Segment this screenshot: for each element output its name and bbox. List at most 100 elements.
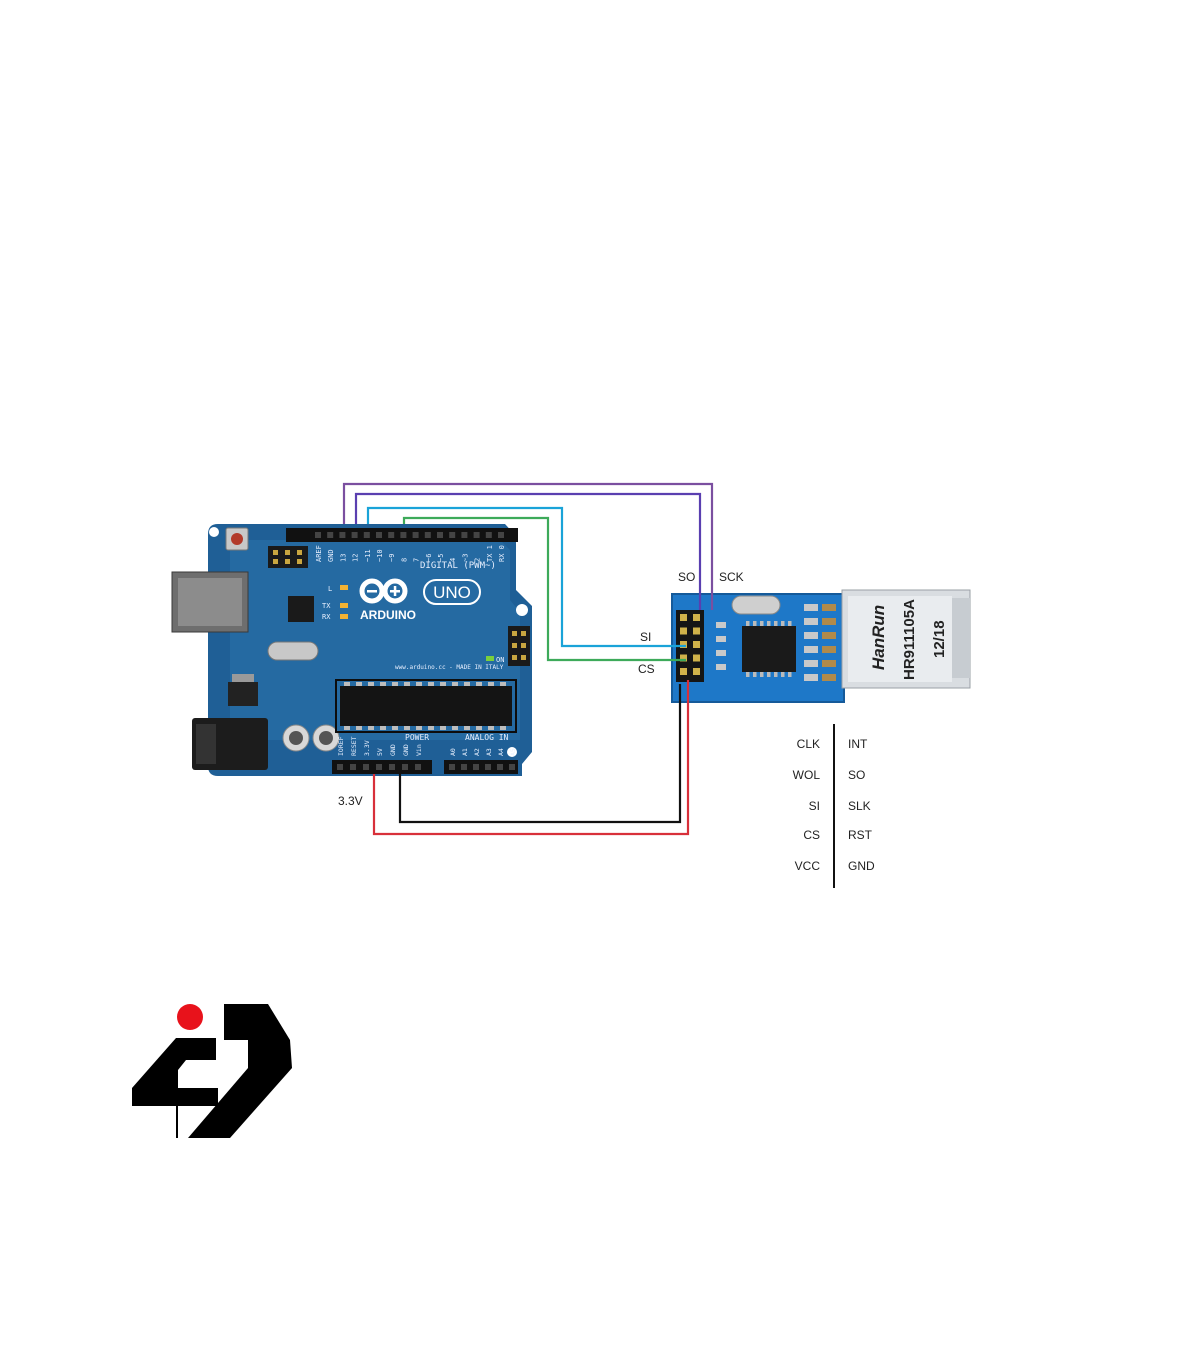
chip-leg [781,621,785,626]
header-socket [498,532,504,538]
label-cs: CS [638,662,655,676]
top-pin-label: 13 [339,554,347,562]
module-header-pin [680,641,687,648]
dip-socket-outline [335,679,517,733]
pinout-left-label: VCC [795,859,821,873]
arduino-brand-text: ARDUINO [360,608,416,622]
bottom-pin-label: Vin [415,744,423,756]
smd-capacitor [822,604,836,611]
header-socket [497,764,503,770]
crystal-oscillator [267,641,319,661]
bottom-pin-label: GND [389,744,397,756]
smd-capacitor [822,618,836,625]
module-header-pin [680,654,687,662]
logo-shape-right [188,1004,292,1138]
led-label-rx: RX [322,613,331,621]
dip-pin [356,726,362,730]
smd-resistor [804,632,818,639]
icsp-header [268,546,308,568]
led-rx [340,614,348,619]
header-socket [424,532,431,538]
bottom-pin-label: GND [402,744,410,756]
module-header-pin [680,668,687,675]
led-label-l: L [328,585,332,593]
dip-pin [488,726,494,730]
pinout-left-label: CLK [797,737,820,751]
chip-leg [788,672,792,677]
module-header-pin [693,641,700,648]
wire-gnd [398,684,682,824]
header-socket [376,532,382,538]
wire-vcc [372,680,690,836]
pinout-left-label: SI [809,799,820,813]
arduino-model-text: UNO [433,583,471,602]
header-socket [351,532,358,538]
top-pin-label: ~11 [364,549,372,562]
dip-pin [428,682,434,686]
label-so: SO [678,570,695,584]
module-header-pin [693,654,700,662]
wire-so [354,492,702,610]
rj45-jack-body [848,596,952,682]
chip-leg [746,621,750,626]
pinout-left-label: CS [803,828,820,842]
dip-pin [440,682,446,686]
smd-resistor [716,664,726,670]
chip-leg [746,672,750,677]
pinout-right-label: RST [848,828,873,842]
header-socket [449,532,456,538]
header-socket [339,532,346,538]
dip-pin [356,682,362,686]
arduino-infinity-logo [359,578,408,604]
dip-pin [416,726,422,730]
chip-leg [760,621,764,626]
dip-pin [392,682,398,686]
label-3v3: 3.3V [338,794,363,808]
dip-pin [464,726,470,730]
smd-resistor [716,650,726,656]
pinout-right-label: SLK [848,799,871,813]
rj45-model: HR911105A [901,599,918,680]
module-crystal [731,595,781,615]
header-socket [402,764,408,770]
header-socket [473,532,480,538]
voltage-regulator-tab [232,674,254,682]
logo-red-dot [177,1004,203,1030]
smd-resistor [716,636,726,642]
dip-pin [380,726,386,730]
label-si: SI [640,630,651,644]
module-header-pin [693,627,700,635]
rj45-date: 12/18 [931,620,948,658]
wires [342,482,714,836]
pinout-right-label: GND [848,859,875,873]
voltage-regulator [228,682,258,706]
bottom-pin-label: 3.3V [363,740,371,756]
dip-pin [368,682,374,686]
dip-pin [452,682,458,686]
analog-header [444,760,518,774]
header-socket [485,764,491,770]
dip-pin [464,682,470,686]
top-pin-label: ~5 [437,554,445,562]
header-socket [415,764,421,770]
dip-pin [416,682,422,686]
header-socket [473,764,479,770]
power-header-label: POWER [405,733,429,742]
header-socket [437,532,443,538]
dip-pin [500,726,506,730]
chip-leg [774,672,778,677]
wire-si [366,506,686,648]
mounting-hole [209,527,219,537]
header-socket [485,532,492,538]
top-pin-label: ~10 [376,549,384,562]
label-sck: SCK [719,570,744,584]
led-label-tx: TX [322,602,331,610]
dip-pin [500,682,506,686]
atmega-microcontroller [340,686,512,726]
enc28j60-module: HanRun HR911105A 12/18 [671,589,971,703]
top-pin-label: 7 [413,558,421,562]
led-l [340,585,348,590]
dip-pin [392,726,398,730]
bottom-pin-label: A4 [497,748,505,756]
dip-pin [380,682,386,686]
